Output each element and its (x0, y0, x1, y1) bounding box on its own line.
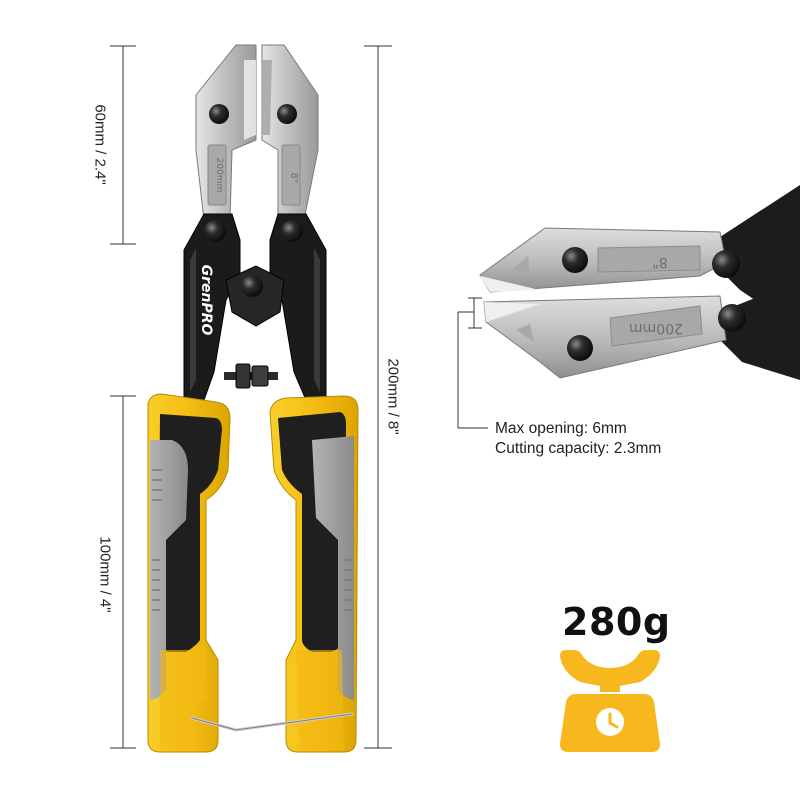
handle-length-label: 100mm / 4" (96, 536, 114, 613)
max-opening-label: Max opening: 6mm (495, 420, 627, 437)
size-mark-inch: 8" (288, 173, 299, 184)
overall-dimension-line (364, 45, 392, 749)
pivot-bolt-right (281, 220, 303, 242)
brand-logo: GrenPRO (198, 265, 214, 336)
adjustment-screw (224, 363, 278, 389)
jaw-length-label: 60mm / 2.4" (91, 104, 109, 185)
kitchen-scale-icon (560, 650, 660, 752)
left-grip-ridges (152, 469, 162, 611)
jaw-bolt-right (277, 104, 297, 124)
pivot-bolt-center (241, 275, 263, 297)
cutter-jaws: 200mm 8" (195, 44, 319, 221)
closeup-size-mark-mm: 200mm (629, 320, 683, 336)
cutting-capacity-label: Cutting capacity: 2.3mm (495, 440, 662, 457)
jaw-closeup: 8" 200mm GrenPRO (479, 185, 800, 380)
pivot-bolt-left (204, 220, 226, 242)
jaw-bolt-left (209, 104, 229, 124)
size-mark-mm: 200mm (214, 158, 224, 193)
closeup-size-mark-inch: 8" (652, 254, 667, 270)
overall-length-label: 200mm / 8" (384, 358, 402, 435)
weight-value: 280g (562, 600, 671, 644)
opening-callout (457, 297, 488, 429)
right-handle (269, 395, 359, 753)
right-grip-ridges (344, 559, 352, 611)
jaw-dimension-line (110, 45, 136, 245)
handle-dimension-line (110, 395, 136, 749)
bolt-cutter: 200mm 8" GrenPRO (147, 44, 359, 753)
cutter-arms (183, 213, 327, 401)
left-handle (147, 393, 231, 753)
